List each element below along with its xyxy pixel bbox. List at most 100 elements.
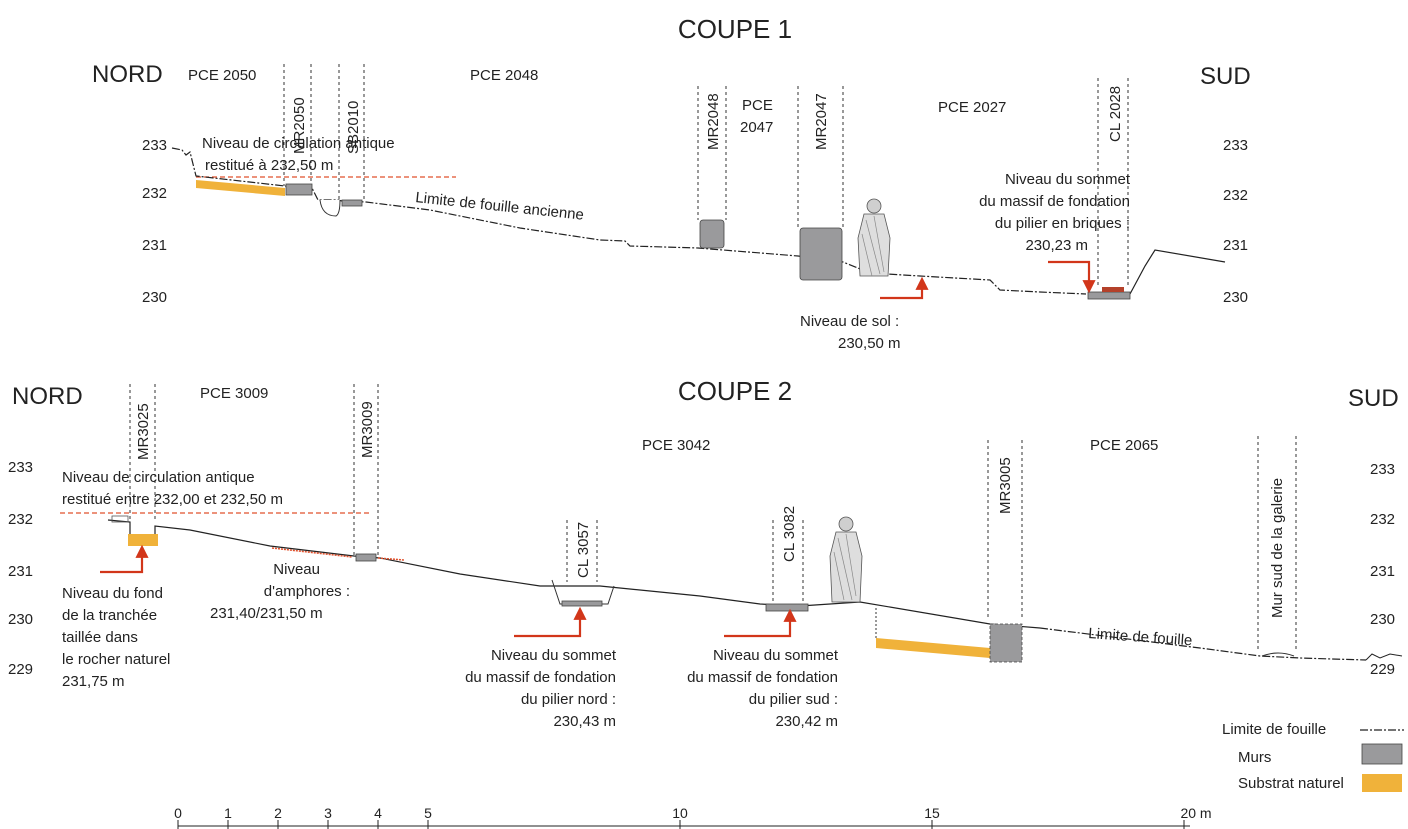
c1-sommet-4: 230,23 m <box>1025 237 1088 254</box>
statue-icon <box>857 198 891 277</box>
c2-trench-stones <box>111 515 129 523</box>
pce-2048-label: PCE 2048 <box>470 67 538 84</box>
c2-nord-2: du massif de fondation <box>465 669 616 686</box>
c1-brick-pillar <box>1102 287 1124 292</box>
elev-231-right: 231 <box>1223 237 1248 254</box>
pce-2047-label-a: PCE <box>742 97 773 114</box>
c2-amphore-level-2 <box>377 557 405 561</box>
c2-fond-4: le rocher naturel <box>62 651 170 668</box>
c1-substrate <box>196 180 285 196</box>
c2-sud-arrow <box>724 608 797 638</box>
elev2-233-right: 233 <box>1370 461 1395 478</box>
pce-3009-label: PCE 3009 <box>200 385 268 402</box>
statue-icon-2 <box>829 516 863 603</box>
scale-bar: 0 1 2 3 4 5 10 15 20 m <box>174 805 1212 829</box>
c1-wall-mr2048 <box>699 219 725 249</box>
pce-2050-label: PCE 2050 <box>188 67 256 84</box>
c2-nord-arrow <box>514 606 587 638</box>
pce-2027-label: PCE 2027 <box>938 99 1006 116</box>
mr3009-label: MR3009 <box>359 401 376 458</box>
coupe-2-south: SUD <box>1348 385 1399 412</box>
coupe-1-north: NORD <box>92 61 163 88</box>
c1-wall-mr2047 <box>799 227 843 281</box>
coupe-2-wall-bands <box>129 384 1297 652</box>
legend: Limite de fouille Murs Substrat naturel <box>1222 721 1404 792</box>
scale-1: 1 <box>224 805 232 821</box>
c1-sommet-3: du pilier en briques : <box>995 215 1130 232</box>
c2-substrate <box>876 638 990 658</box>
mur-sud-label: Mur sud de la galerie <box>1269 478 1286 618</box>
c2-sud-4: 230,42 m <box>775 713 838 730</box>
elev-231: 231 <box>142 237 167 254</box>
legend-murs-swatch <box>1361 743 1403 765</box>
c1-ground-profile <box>171 147 1087 295</box>
c1-sommet-arrow <box>1048 260 1096 294</box>
c1-circ-line-1: Niveau de circulation antique <box>202 135 395 152</box>
pce-2047-label-b: 2047 <box>740 119 773 136</box>
coupe-1-south: SUD <box>1200 63 1251 90</box>
coupe-2: COUPE 2 NORD SUD PCE 3009 PCE 3042 PCE 2… <box>8 376 1403 730</box>
c2-fond-arrow <box>100 544 149 574</box>
scale-15: 15 <box>924 805 940 821</box>
c2-pit-north <box>551 579 615 605</box>
elev2-232-right: 232 <box>1370 511 1395 528</box>
legend-substrat-label: Substrat naturel <box>1238 775 1344 792</box>
scale-5: 5 <box>424 805 432 821</box>
cl2028-label: CL 2028 <box>1107 86 1124 142</box>
elev2-231-right: 231 <box>1370 563 1395 580</box>
elev2-230-right: 230 <box>1370 611 1395 628</box>
mr3005-label: MR3005 <box>997 457 1014 514</box>
c2-fond-1: Niveau du fond <box>62 585 163 602</box>
cl3057-label: CL 3057 <box>575 522 592 578</box>
mr3025-label: MR3025 <box>135 403 152 460</box>
c2-nord-4: 230,43 m <box>553 713 616 730</box>
elev-232-right: 232 <box>1223 187 1248 204</box>
c2-fond-5: 231,75 m <box>62 673 125 690</box>
c2-sud-1: Niveau du sommet <box>713 647 839 664</box>
coupe-2-elevations-right: 233 232 231 230 229 <box>1370 461 1395 678</box>
c2-wall-cl3057 <box>561 600 603 607</box>
c2-sud-2: du massif de fondation <box>687 669 838 686</box>
coupe-1-wall-bands <box>283 64 1129 288</box>
scale-10: 10 <box>672 805 688 821</box>
cl3082-label: CL 3082 <box>781 506 798 562</box>
elev2-233: 233 <box>8 459 33 476</box>
c1-wall-mr2050 <box>285 183 313 196</box>
elev-230-right: 230 <box>1223 289 1248 306</box>
scale-ticks <box>177 820 1185 829</box>
c2-wall-mr3005 <box>989 623 1023 663</box>
scale-0: 0 <box>174 805 182 821</box>
c2-amph-3: 231,40/231,50 m <box>210 605 323 622</box>
c1-sol-arrow <box>880 276 929 300</box>
c1-sommet-1: Niveau du sommet <box>1005 171 1131 188</box>
c2-nord-1: Niveau du sommet <box>491 647 617 664</box>
c1-circ-line-2: restitué à 232,50 m <box>205 157 333 174</box>
c2-limite-fouille-line <box>1039 627 1367 661</box>
c1-pit <box>319 199 341 217</box>
c2-amph-2: d'amphores : <box>264 583 350 600</box>
c2-wall-cl3082 <box>765 603 809 612</box>
coupe-1-title: COUPE 1 <box>678 14 792 44</box>
c2-substrate-trench <box>128 534 158 546</box>
c2-nord-3: du pilier nord : <box>521 691 616 708</box>
c1-sol-2: 230,50 m <box>838 335 901 352</box>
legend-substrat-swatch <box>1362 774 1402 792</box>
elev2-229: 229 <box>8 661 33 678</box>
elev-233-right: 233 <box>1223 137 1248 154</box>
c2-wall-mr3009 <box>355 553 377 562</box>
c2-wall-galerie <box>1261 652 1295 657</box>
pce-2065-label: PCE 2065 <box>1090 437 1158 454</box>
c1-fouille-ancienne: Limite de fouille ancienne <box>415 189 585 224</box>
c1-sol-1: Niveau de sol : <box>800 313 899 330</box>
c1-sommet-2: du massif de fondation <box>979 193 1130 210</box>
coupe-1-elevations-right: 233 232 231 230 <box>1223 137 1248 306</box>
scale-20: 20 m <box>1180 805 1211 821</box>
c1-ground-right <box>1129 249 1226 295</box>
elev2-230: 230 <box>8 611 33 628</box>
elev2-232: 232 <box>8 511 33 528</box>
coupe-2-elevations-left: 233 232 231 230 229 <box>8 459 33 678</box>
c2-amph-1: Niveau <box>273 561 320 578</box>
c2-limite-label: Limite de fouille <box>1088 625 1193 649</box>
mr2050-label: MR2050 <box>291 97 308 154</box>
